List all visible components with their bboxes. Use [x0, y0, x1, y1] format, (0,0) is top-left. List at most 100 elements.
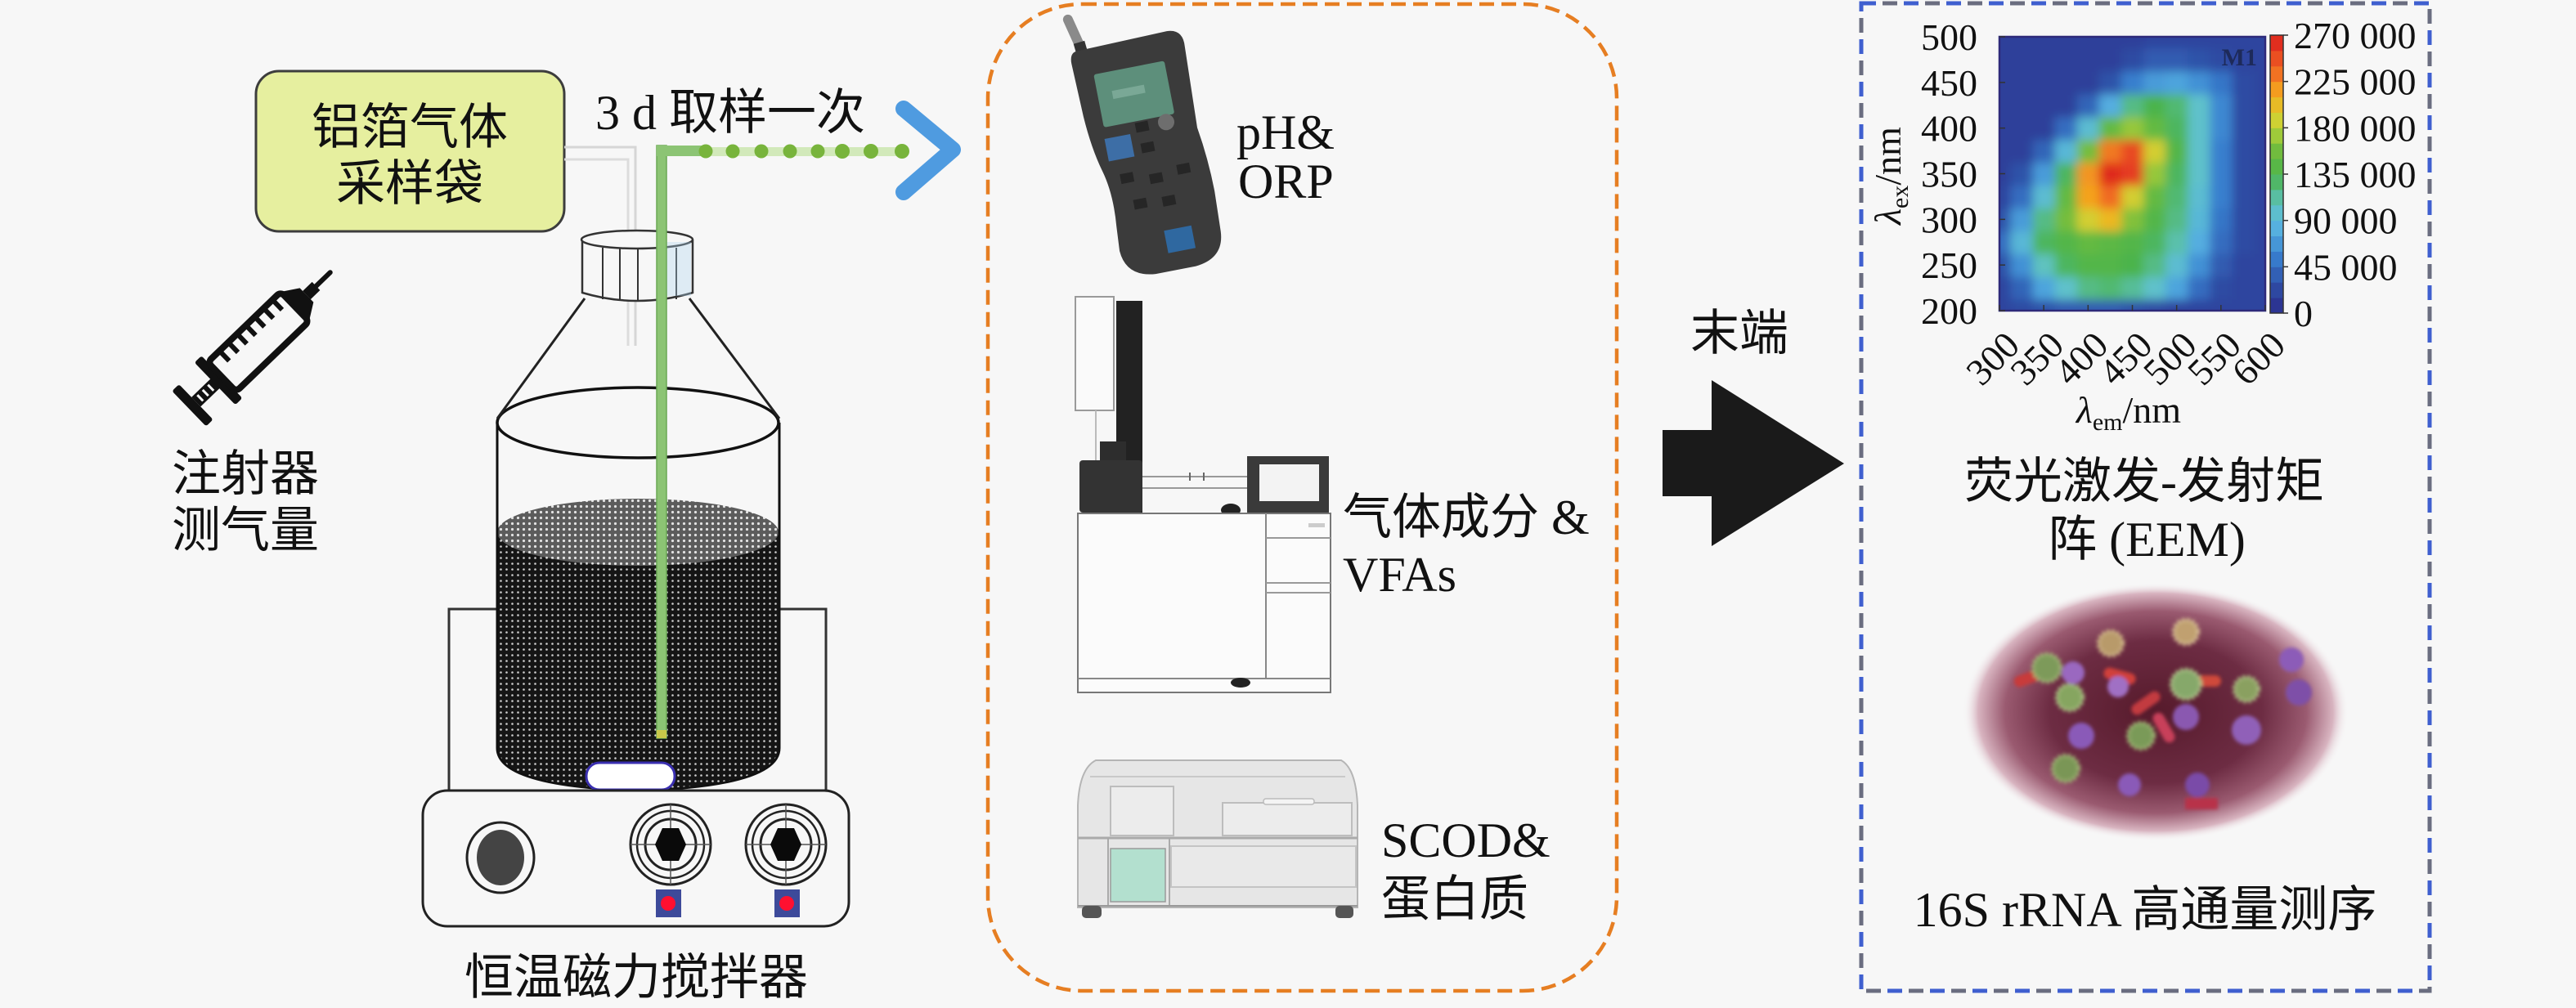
- ph-meter-key: [1161, 194, 1177, 207]
- heatmap-cell: [2032, 93, 2056, 118]
- heatmap-cell: [2076, 116, 2100, 141]
- heatmap-cell: [2165, 208, 2188, 231]
- gc-screen: [1259, 464, 1319, 501]
- heatmap-cell: [2188, 70, 2210, 95]
- chart-annotation: M1: [2222, 44, 2257, 71]
- colorbar-segment: [2270, 143, 2283, 159]
- magnetic-stirrer: [421, 789, 850, 928]
- heatmap-cell: [2254, 116, 2265, 141]
- heatmap-cell: [2232, 116, 2255, 141]
- bacterium-spiky: [2232, 674, 2261, 704]
- stir-bar: [585, 761, 676, 791]
- colorbar-tick-label: 270 000: [2294, 15, 2417, 56]
- colorbar-segment: [2270, 189, 2283, 206]
- heatmap-cell: [2076, 231, 2100, 254]
- heatmap-cell: [2098, 299, 2122, 311]
- heatmap-cell: [2076, 208, 2100, 231]
- heatmap-cell: [2054, 47, 2078, 72]
- sampling-dot: [754, 144, 769, 159]
- plate-reader-right-lid: [1222, 802, 1353, 836]
- ph-meter-key: [1120, 172, 1135, 185]
- heatmap-cell: [2188, 37, 2210, 49]
- gc-autosampler-panel: [1075, 296, 1115, 411]
- heatmap-cell: [2054, 299, 2078, 311]
- heatmap-cell: [2076, 37, 2100, 49]
- heatmap-cell: [1999, 70, 2012, 95]
- colorbar-segment: [2270, 220, 2283, 237]
- sampling-dot: [864, 144, 878, 159]
- analysis-box-border: [985, 2, 1619, 993]
- stirrer-power-knob: [477, 830, 524, 885]
- gc-injector-top: [1100, 441, 1126, 462]
- heatmap-cell: [2232, 231, 2255, 254]
- y-axis-label-subscript: ex: [1887, 186, 1914, 208]
- heatmap-cell: [2188, 93, 2210, 118]
- ph-label-line2: ORP: [1238, 155, 1334, 208]
- plate-reader-foot: [1082, 906, 1102, 918]
- x-axis-label-symbol: λ: [2075, 389, 2093, 431]
- heatmap-cell: [2210, 93, 2233, 118]
- heatmap-cell: [2188, 116, 2210, 141]
- heatmap-cell: [2188, 185, 2210, 208]
- heatmap-cell: [2054, 276, 2078, 300]
- heatmap-cell: [2232, 276, 2255, 300]
- heatmap-cell: [2210, 208, 2233, 231]
- x-axis-label-subscript: em: [2093, 409, 2123, 436]
- sampling-dot: [783, 144, 797, 159]
- y-tick-label: 250: [1921, 244, 1977, 286]
- y-tick-label: 400: [1921, 108, 1977, 150]
- heatmap-cell: [2143, 276, 2166, 300]
- heatmap-cell: [1999, 208, 2012, 231]
- heatmap-cell: [2098, 253, 2122, 277]
- knob-hex-center: [655, 828, 686, 861]
- heatmap-cell: [1999, 299, 2012, 311]
- plate-reader-foot: [1335, 906, 1353, 918]
- gc-panel-handle: [1308, 523, 1325, 527]
- plate-reader-mint-panel: [1110, 848, 1166, 903]
- heatmap-cell: [2054, 139, 2078, 164]
- heatmap-cell: [2032, 231, 2056, 254]
- bottle-shoulder-left: [496, 298, 586, 419]
- heatmap-cell: [2210, 37, 2233, 49]
- heatmap-cell: [2210, 253, 2233, 277]
- colorbar-tick-label: 90 000: [2294, 200, 2398, 242]
- heatmap-cell: [2054, 70, 2078, 95]
- heatmap-cell: [2210, 185, 2233, 208]
- bacterium-rod: [2152, 712, 2175, 743]
- gc-main-body: [1077, 513, 1331, 693]
- bacteria-cluster: [2013, 617, 2312, 809]
- heatmap-cell: [1999, 276, 2012, 300]
- gas-chromatograph-icon: [1075, 296, 1331, 693]
- bacteria-image: [1963, 583, 2349, 841]
- heatmap-cell: [2143, 37, 2166, 49]
- colorbar-segment: [2270, 96, 2283, 113]
- heatmap-cell: [2188, 231, 2210, 254]
- heatmap-cell: [2010, 185, 2034, 208]
- syringe-mark: [218, 349, 231, 363]
- heatmap-cell: [2076, 185, 2100, 208]
- heatmap-cell: [2232, 253, 2255, 277]
- heatmap-cell: [2165, 139, 2188, 164]
- syringe-mark: [271, 298, 285, 311]
- colorbar-segment: [2270, 267, 2283, 283]
- heatmap-cell: [2165, 162, 2188, 186]
- heatmap-cell: [2232, 93, 2255, 118]
- heatmap-cell: [2076, 276, 2100, 300]
- ph-meter-screen-reading: [1111, 84, 1146, 100]
- sequencing-caption: 16S rRNA 高通量测序: [1914, 883, 2377, 937]
- gas-label-line1: 气体成分 &: [1343, 491, 1590, 544]
- heatmap-cell: [2032, 185, 2056, 208]
- heatmap-cell: [2120, 185, 2144, 208]
- bottle-top-ellipse: [496, 386, 780, 459]
- heatmap-cell: [2143, 70, 2166, 95]
- heatmap-cell: [2143, 208, 2166, 231]
- y-axis-label-unit: /nm: [1867, 127, 1909, 186]
- colorbar-tick-label: 225 000: [2294, 61, 2417, 103]
- heatmap-cell: [2143, 231, 2166, 254]
- bacterium-spiky: [2096, 629, 2125, 658]
- heatmap-cell: [2120, 139, 2144, 164]
- heatmap-cell: [2232, 70, 2255, 95]
- heatmap-cell: [2010, 116, 2034, 141]
- ph-meter-blue-key: [1104, 133, 1135, 162]
- heatmap-cell: [2054, 185, 2078, 208]
